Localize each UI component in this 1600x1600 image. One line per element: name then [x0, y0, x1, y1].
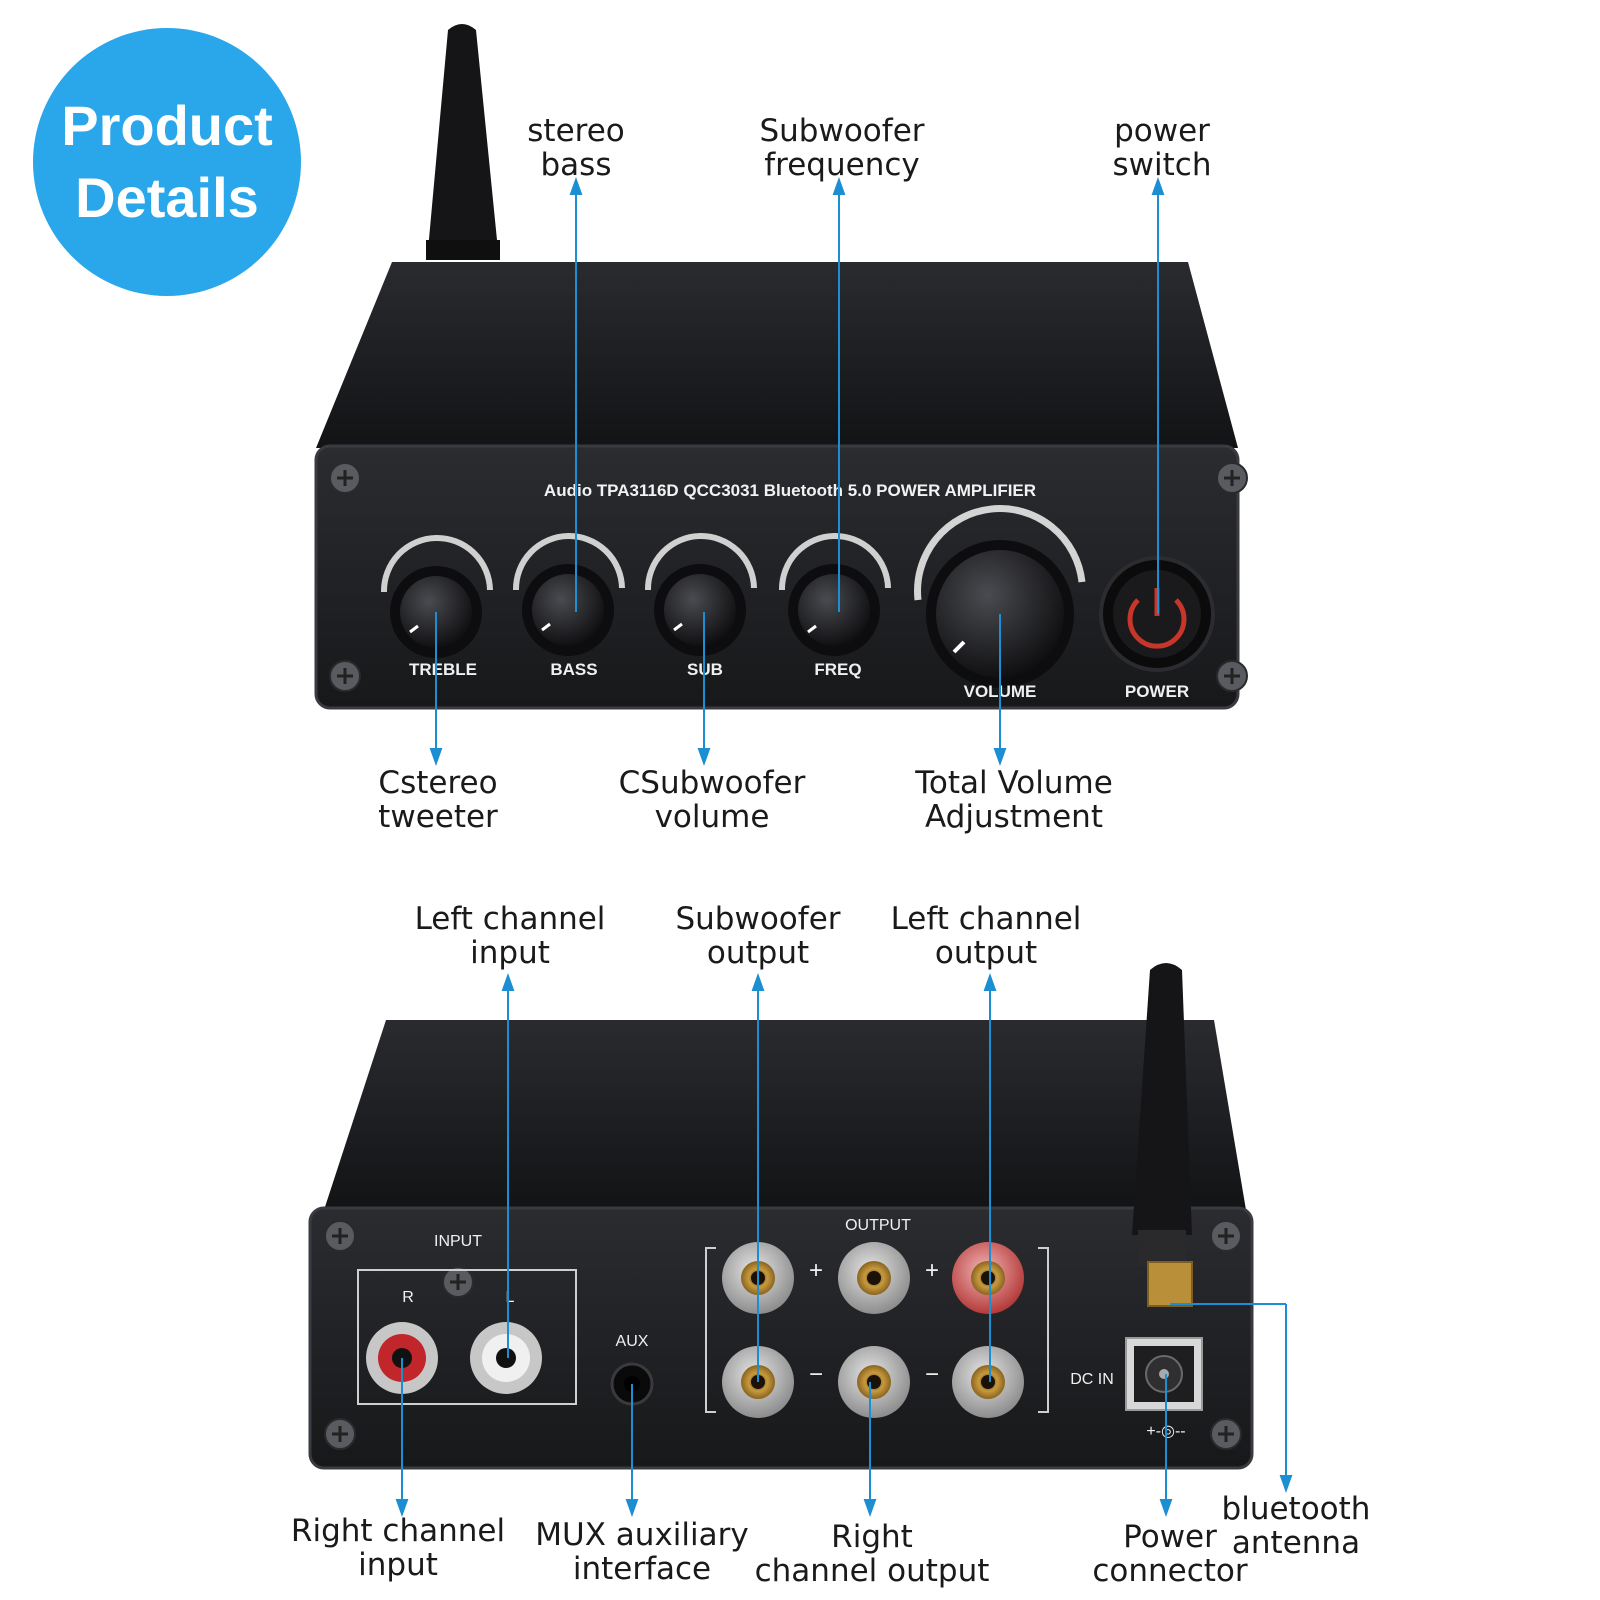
- callout-left-channel-input: Left channel input: [415, 902, 606, 970]
- rear-callout-lines: [395, 973, 1293, 1517]
- callout-left-channel-input-line2: input: [470, 935, 550, 971]
- callout-stereo-tweeter-line1: Cstereo: [378, 765, 498, 801]
- callout-stereo-bass-line1: stereo: [527, 113, 625, 149]
- callout-power-connector-line1: Power: [1123, 1519, 1217, 1555]
- post-right-plus: [838, 1242, 910, 1314]
- callout-mux-aux-line1: MUX auxiliary: [535, 1517, 749, 1553]
- callout-subwoofer-volume-line1: CSubwoofer: [618, 765, 806, 801]
- callout-right-channel-input: Right channel input: [291, 1514, 505, 1582]
- knob-label-bass: BASS: [550, 660, 597, 679]
- callout-total-volume: Total Volume Adjustment: [915, 766, 1113, 834]
- badge-line-2: Details: [75, 166, 259, 229]
- callout-right-channel-output: Right channel output: [755, 1520, 990, 1588]
- post-right-minus: [838, 1346, 910, 1418]
- input-l-label: L: [506, 1289, 515, 1306]
- callout-subwoofer-output-line2: output: [706, 935, 810, 971]
- rca-left-jack: [470, 1322, 542, 1394]
- callout-total-volume-line2: Adjustment: [925, 799, 1103, 835]
- callout-mux-aux: MUX auxiliary interface: [535, 1518, 748, 1586]
- plus-sign-1: +: [809, 1257, 823, 1284]
- callout-subwoofer-output-line1: Subwoofer: [675, 901, 841, 937]
- post-left-minus: [952, 1346, 1024, 1418]
- callout-power-connector: Power connector: [1092, 1520, 1247, 1588]
- badge-line-1: Product: [61, 94, 273, 157]
- knob-freq: [778, 533, 891, 656]
- callout-left-channel-output: Left channel output: [891, 902, 1082, 970]
- callout-total-volume-line1: Total Volume: [915, 765, 1113, 801]
- callout-stereo-tweeter: Cstereo tweeter: [378, 766, 498, 834]
- callout-subwoofer-output: Subwoofer output: [675, 902, 840, 970]
- callout-subwoofer-volume-line2: volume: [654, 799, 770, 835]
- knob-label-freq: FREQ: [814, 660, 861, 679]
- callout-left-channel-input-line1: Left channel: [414, 901, 606, 937]
- power-label: POWER: [1125, 682, 1189, 701]
- callout-subwoofer-volume: CSubwoofer volume: [619, 766, 806, 834]
- callout-bluetooth-antenna-line2: antenna: [1231, 1525, 1361, 1561]
- aux-label: AUX: [616, 1333, 649, 1350]
- front-antenna: [426, 24, 500, 260]
- callout-mux-aux-line2: interface: [572, 1551, 712, 1587]
- callout-stereo-bass: stereo bass: [527, 114, 624, 182]
- front-panel-title: Audio TPA3116D QCC3031 Bluetooth 5.0 POW…: [544, 481, 1036, 500]
- callout-left-channel-output-line2: output: [934, 935, 1038, 971]
- input-label: INPUT: [434, 1233, 482, 1250]
- callout-right-channel-input-line2: input: [358, 1547, 438, 1583]
- callout-power-switch: power switch: [1113, 114, 1212, 182]
- callout-subwoofer-frequency: Subwoofer frequency: [759, 114, 924, 182]
- callout-power-switch-line2: switch: [1112, 147, 1212, 183]
- knob-label-treble: TREBLE: [409, 660, 477, 679]
- callout-power-connector-line2: connector: [1092, 1553, 1248, 1589]
- callout-right-channel-input-line1: Right channel: [290, 1513, 506, 1549]
- front-callout-lines: [429, 177, 1165, 766]
- callout-right-channel-output-line2: channel output: [754, 1553, 990, 1589]
- input-r-label: R: [402, 1289, 414, 1306]
- input-frame: [357, 1269, 577, 1405]
- callout-subwoofer-frequency-line2: frequency: [764, 147, 920, 183]
- plus-sign-2: +: [925, 1257, 939, 1284]
- callout-bluetooth-antenna-line1: bluetooth: [1221, 1491, 1371, 1527]
- callout-power-switch-line1: power: [1114, 113, 1210, 149]
- post-left-plus: [952, 1242, 1024, 1314]
- callout-stereo-tweeter-line2: tweeter: [378, 799, 498, 835]
- dc-in-label: DC IN: [1070, 1371, 1114, 1388]
- callout-right-channel-output-line1: Right: [831, 1519, 913, 1555]
- callout-stereo-bass-line2: bass: [540, 147, 612, 183]
- output-label: OUTPUT: [845, 1217, 911, 1234]
- minus-sign-2: −: [925, 1361, 939, 1388]
- knob-bass: [512, 533, 625, 656]
- minus-sign-1: −: [809, 1361, 823, 1388]
- callout-subwoofer-frequency-line1: Subwoofer: [759, 113, 925, 149]
- knob-sub: [644, 533, 757, 656]
- callout-bluetooth-antenna: bluetooth antenna: [1222, 1492, 1371, 1560]
- callout-left-channel-output-line1: Left channel: [890, 901, 1082, 937]
- product-details-badge: Product Details: [33, 28, 301, 296]
- rear-antenna: [1132, 963, 1193, 1307]
- dc-in-jack: [1125, 1337, 1203, 1411]
